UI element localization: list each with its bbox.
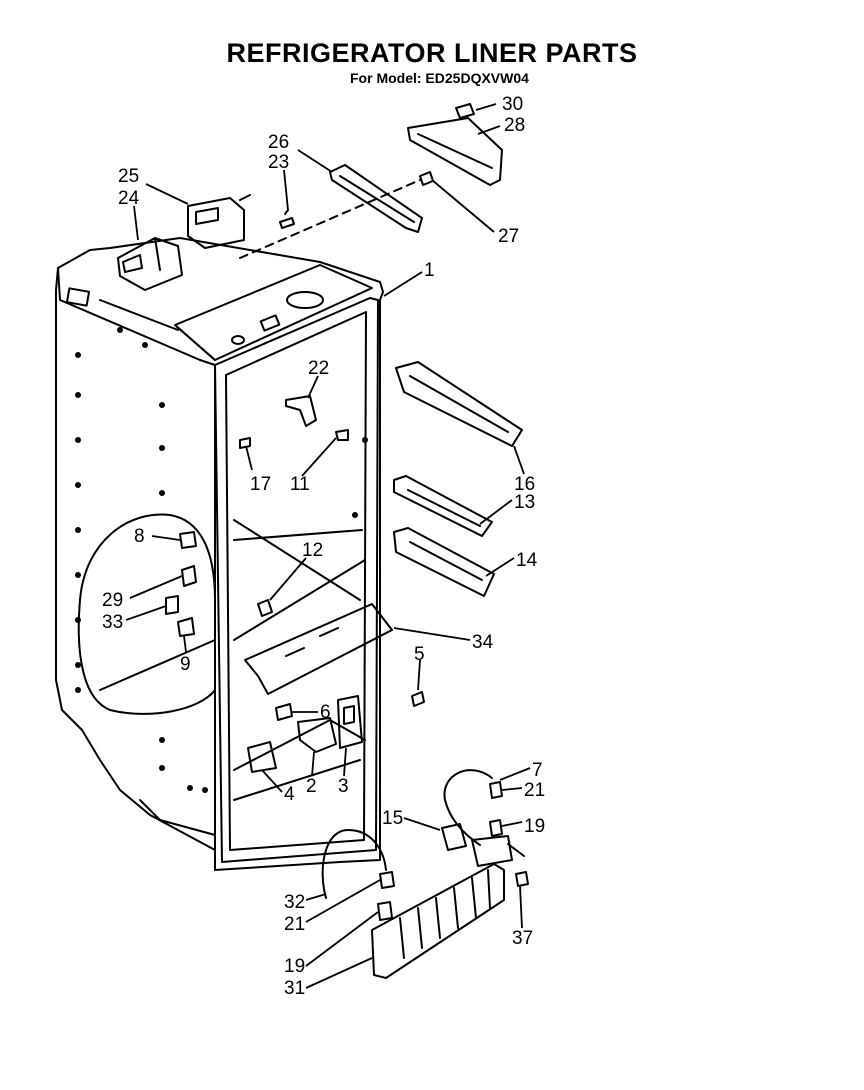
part-3-bracket <box>337 695 363 749</box>
part-22-bracket <box>285 395 317 427</box>
callout-25: 25 <box>118 166 139 187</box>
leader-lines <box>125 103 531 989</box>
part-33-fitting <box>165 595 179 615</box>
part-23-screw <box>279 209 295 229</box>
part-24-housing <box>117 237 183 291</box>
callout-27: 27 <box>498 226 519 247</box>
part-21-nut-lower <box>379 871 395 889</box>
part-27-screw <box>419 171 434 186</box>
callout-22: 22 <box>308 358 329 379</box>
valve-body <box>471 835 525 867</box>
part-28-rail <box>407 117 503 186</box>
part-6-fastener <box>275 703 293 721</box>
callout-32: 32 <box>284 892 305 913</box>
part-8-clip <box>179 531 197 549</box>
callout-11: 11 <box>290 474 310 495</box>
part-29-fitting <box>181 565 197 587</box>
callout-17: 17 <box>250 474 271 495</box>
assembly-dashline <box>239 179 421 259</box>
part-11-screw <box>335 429 349 441</box>
side-fastener-dots <box>75 327 368 793</box>
callout-9: 9 <box>180 654 191 675</box>
part-14-rail <box>393 527 495 597</box>
callout-21-lower: 21 <box>284 914 305 935</box>
callout-2: 2 <box>306 776 317 797</box>
callout-37: 37 <box>512 928 533 949</box>
part-16-shelf-rail <box>395 361 523 447</box>
callout-4: 4 <box>284 784 295 805</box>
part-26-rail <box>329 164 423 233</box>
callout-6: 6 <box>320 702 331 723</box>
callout-5: 5 <box>414 644 425 665</box>
callout-labels: 30 28 26 23 25 24 27 1 22 17 11 16 13 14… <box>102 94 545 999</box>
callout-13: 13 <box>514 492 535 513</box>
part-15-valve <box>441 823 467 851</box>
callout-15: 15 <box>382 808 403 829</box>
callout-23: 23 <box>268 152 289 173</box>
callout-14: 14 <box>516 550 538 571</box>
callout-26: 26 <box>268 132 289 153</box>
callout-19-upper: 19 <box>524 816 545 837</box>
part-32-tubing <box>321 829 387 899</box>
part-25-bracket <box>187 194 251 249</box>
callout-34: 34 <box>472 632 494 653</box>
callout-24: 24 <box>118 188 140 209</box>
callout-8: 8 <box>134 526 145 547</box>
part-5-screw <box>411 691 425 707</box>
part-7-tubing <box>443 769 493 846</box>
callout-1: 1 <box>424 260 435 281</box>
part-17-screw <box>239 437 251 449</box>
callout-16: 16 <box>514 474 535 495</box>
part-21-nut-upper <box>489 781 503 799</box>
detail-circle <box>77 513 216 715</box>
part-34-shelf <box>244 603 393 695</box>
part-19-ferrule-upper <box>489 819 503 837</box>
callout-7: 7 <box>532 760 543 781</box>
callout-29: 29 <box>102 590 123 611</box>
diagram-title: REFRIGERATOR LINER PARTS <box>226 38 638 68</box>
part-12-clip <box>257 599 273 617</box>
callout-33: 33 <box>102 612 123 633</box>
callout-19-lower: 19 <box>284 956 305 977</box>
diagram-subtitle: For Model: ED25DQXVW04 <box>350 70 529 86</box>
callout-3: 3 <box>338 776 349 797</box>
part-13-rail <box>393 475 493 537</box>
callout-21-upper: 21 <box>524 780 545 801</box>
callout-31: 31 <box>284 978 305 999</box>
liner-cabinet <box>55 237 384 871</box>
part-30-clip <box>455 103 475 119</box>
part-4-block <box>247 741 277 773</box>
part-9-fitting <box>177 617 195 637</box>
part-37-screw <box>515 871 529 887</box>
callout-28: 28 <box>504 115 525 136</box>
part-31-drain-pan <box>371 863 505 979</box>
part-2-plate <box>297 717 337 753</box>
part-19-ferrule-lower <box>377 901 393 921</box>
callout-12: 12 <box>302 540 323 561</box>
callout-30: 30 <box>502 94 523 115</box>
